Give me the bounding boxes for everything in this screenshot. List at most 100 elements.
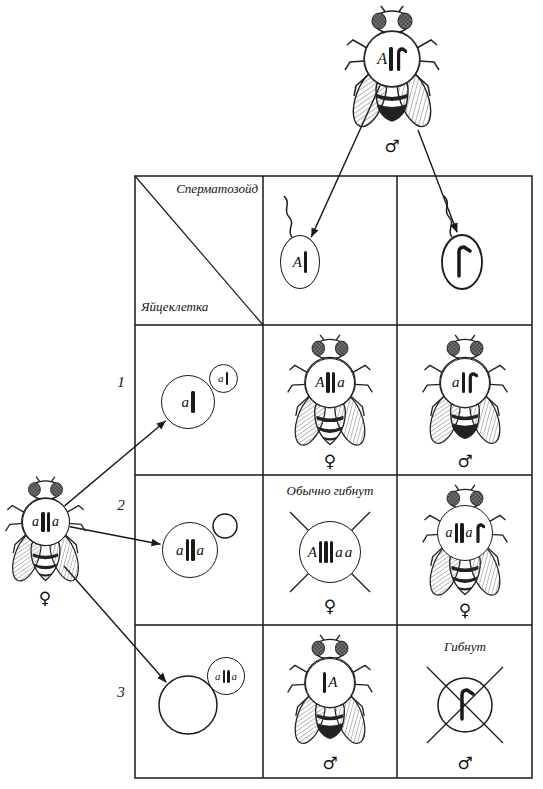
sex-symbol: ♂	[384, 137, 399, 156]
header-diagonal	[135, 176, 263, 325]
chromosome-rod	[223, 670, 226, 683]
gene-letter: A	[293, 255, 302, 270]
chromosome-rod	[41, 512, 45, 532]
gene-letter: A	[328, 675, 337, 690]
offspring-fly	[423, 335, 508, 447]
gene-letter: a	[452, 375, 460, 390]
gene-letter: a	[232, 671, 238, 682]
gamete-arrow	[311, 85, 380, 237]
cross-out	[290, 512, 370, 592]
gene-letter: a	[197, 543, 205, 558]
arrow-head	[151, 539, 161, 546]
chromosome-circle: aa	[207, 657, 245, 695]
gene-letter: a	[446, 526, 453, 540]
chromosome-circle: a	[440, 358, 490, 408]
arrow-head	[156, 421, 165, 430]
y-chromosome-shape	[478, 524, 484, 541]
arrow-line	[311, 85, 380, 237]
chromosome-rod	[186, 539, 190, 561]
sex-symbol: ♂	[457, 452, 472, 471]
gamete-arrow	[418, 130, 457, 232]
arrow-line	[70, 527, 161, 545]
chromosome-row: a	[218, 372, 228, 385]
gene-letter: a	[176, 543, 184, 558]
y-chromosome-shape	[398, 49, 405, 70]
chromosome-circle: A	[364, 31, 420, 87]
sex-symbol: ♂	[322, 754, 337, 773]
chromosome-rod	[47, 512, 51, 532]
chromosome-rod	[323, 672, 327, 693]
chromosome-row: aa	[32, 512, 59, 532]
chromosome-row: a	[182, 391, 195, 413]
gamete-arrow	[70, 527, 161, 547]
sperm-cell	[442, 235, 482, 289]
y-chromosome	[467, 372, 478, 393]
chromosome-row: a	[452, 372, 478, 393]
sex-symbol: ♀	[459, 601, 471, 620]
chromosome-rod	[304, 251, 308, 273]
gene-letter: a	[182, 395, 190, 410]
gene-letter: a	[215, 671, 221, 682]
gene-letter: A	[315, 375, 324, 390]
chromosome-rod	[227, 670, 230, 683]
chromosome-row: A	[323, 672, 338, 693]
sex-symbol: ♂	[457, 754, 472, 773]
chromosome-row: aa	[215, 670, 237, 683]
gene-letter: a	[466, 526, 473, 540]
offspring-fly	[423, 485, 508, 599]
sex-symbol: ♀	[39, 589, 51, 608]
gene-letter: a	[337, 375, 345, 390]
chromosome-circle: a	[209, 364, 238, 393]
gene-letter: a	[218, 373, 224, 384]
table-grid	[135, 176, 532, 778]
cross-out	[427, 667, 503, 743]
chromosome-row: Aaa	[308, 541, 353, 563]
gene-letter: a	[32, 515, 39, 529]
arrow-head	[311, 227, 318, 237]
y-chromosome	[395, 47, 407, 71]
chromosome-rod	[326, 372, 330, 393]
chromosome-circle: A	[280, 235, 320, 289]
row-number: 2	[117, 497, 125, 514]
chromosome-circle: aa	[437, 505, 493, 561]
sperm-tail	[284, 196, 292, 237]
chromosome-rod	[460, 523, 464, 543]
sex-symbol: ♀	[324, 597, 336, 616]
chromosome-rod	[191, 539, 195, 561]
cell-label: Яйцеклетка	[141, 300, 208, 314]
polar-body	[213, 514, 237, 538]
row-number: 1	[117, 374, 125, 391]
mother-fly	[6, 477, 86, 585]
chromosome-circle: aa	[22, 498, 70, 546]
cell-label: Обычно гибнут	[287, 484, 374, 498]
chromosome-rod	[389, 47, 393, 71]
cell-label: Сперматозойд	[176, 182, 258, 196]
gamete-arrow	[64, 566, 166, 682]
chromosome-rod	[226, 372, 229, 385]
father-fly	[345, 6, 439, 131]
chromosome-circle: A	[305, 658, 355, 708]
sex-symbol: ♀	[324, 452, 336, 471]
chromosome-rod	[324, 541, 328, 563]
offspring-fly	[288, 335, 373, 449]
gene-letter: A	[377, 51, 387, 67]
gene-letter: a	[52, 515, 59, 529]
chromosome-circle: Aaa	[299, 521, 361, 583]
chromosome-rod	[455, 523, 459, 543]
y-chromosome	[459, 247, 470, 276]
table-frame	[135, 176, 532, 778]
chromosome-row: A	[377, 47, 406, 71]
gene-letter: A	[308, 545, 317, 560]
chromosome-circle: Aa	[305, 358, 355, 408]
gene-letter: a	[345, 545, 353, 560]
chromosome-rod	[319, 541, 323, 563]
chromosome-row: Aa	[315, 372, 345, 393]
chromosome-rod	[191, 391, 195, 413]
chromosome-rod	[330, 541, 334, 563]
cell-label: Гибнут	[444, 640, 486, 654]
chromosome-row: A	[293, 251, 308, 273]
chromosome-row: aa	[446, 523, 485, 543]
gene-letter: a	[335, 545, 343, 560]
chromosome-circle: a	[161, 375, 215, 429]
